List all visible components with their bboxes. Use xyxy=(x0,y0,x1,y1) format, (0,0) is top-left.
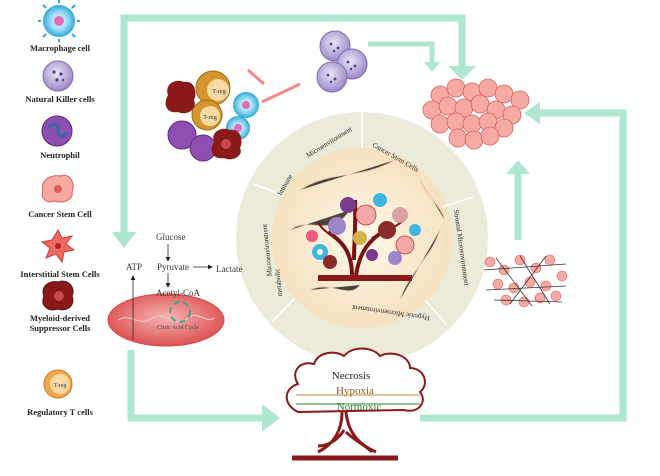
legend-icons: T-reg xyxy=(38,0,80,399)
normoxic-label: Normoxic xyxy=(337,401,382,413)
atp-label: ATP xyxy=(126,262,142,272)
ring-label-metabolic: metabolic xyxy=(273,268,284,296)
pyruvate-label: Pyruvate xyxy=(157,262,189,272)
stromal-network xyxy=(483,254,568,308)
hypoxia-label: Hypoxia xyxy=(336,385,374,397)
lactate-label: Lactate xyxy=(216,264,242,274)
treg-icon-text: T-reg xyxy=(54,383,67,389)
bottom-cycle-arrow xyxy=(127,350,265,422)
natural-killer-icon xyxy=(42,60,74,92)
legend-macrophage-label: Macrophage cell xyxy=(29,43,91,53)
legend-csc-label: Cancer Stem Cell xyxy=(28,209,92,219)
treg-icon: T-reg xyxy=(43,369,73,399)
metabolism-block: Citric Acid Cycle Glucose Pyruvate Lacta… xyxy=(107,232,242,347)
citric-acid-cycle-label: Citric Acid Cycle xyxy=(157,325,199,331)
oxygen-gradient-tree: Necrosis Hypoxia Normoxic xyxy=(285,347,426,461)
macrophage-icon xyxy=(38,0,80,42)
mdsc-icon xyxy=(42,280,74,311)
central-microenvironment-ring: Microenvironment Immune Cancer Stem Cell… xyxy=(236,112,488,364)
cancer-stem-cell-icon xyxy=(41,174,74,203)
cancer-cell-mass xyxy=(422,78,530,150)
nk-to-cancer-arrow xyxy=(368,41,435,64)
interstitial-stem-cell-icon xyxy=(40,228,76,264)
right-cycle-arrow xyxy=(420,109,627,422)
legend-interstitial-label: Interstitial Stem Cells xyxy=(20,269,100,279)
legend-mdsc-label-1: Myeloid-derived xyxy=(30,313,90,323)
legend-treg-label: Regulatory T cells xyxy=(27,407,93,417)
glucose-label: Glucose xyxy=(156,232,186,242)
nk-cell-cluster xyxy=(316,30,368,93)
cluster-treg-a: T-reg xyxy=(212,88,227,95)
cycle-arrows xyxy=(120,14,627,422)
neutrophil-icon xyxy=(41,115,73,147)
legend-neutrophil-label: Neutrophil xyxy=(40,150,80,160)
legend-nk-label: Natural Killer cells xyxy=(25,94,95,104)
top-cycle-arrow xyxy=(120,14,466,232)
legend-mdsc-label-2: Suppressor Cells xyxy=(29,323,91,333)
cluster-treg-b: T-reg xyxy=(203,114,218,121)
necrosis-label: Necrosis xyxy=(332,370,371,382)
core-tumor-tree xyxy=(306,193,421,281)
immune-cell-cluster: T-reg T-reg xyxy=(165,68,301,162)
acetyl-coa-label: Acetyl-CoA xyxy=(156,288,200,298)
